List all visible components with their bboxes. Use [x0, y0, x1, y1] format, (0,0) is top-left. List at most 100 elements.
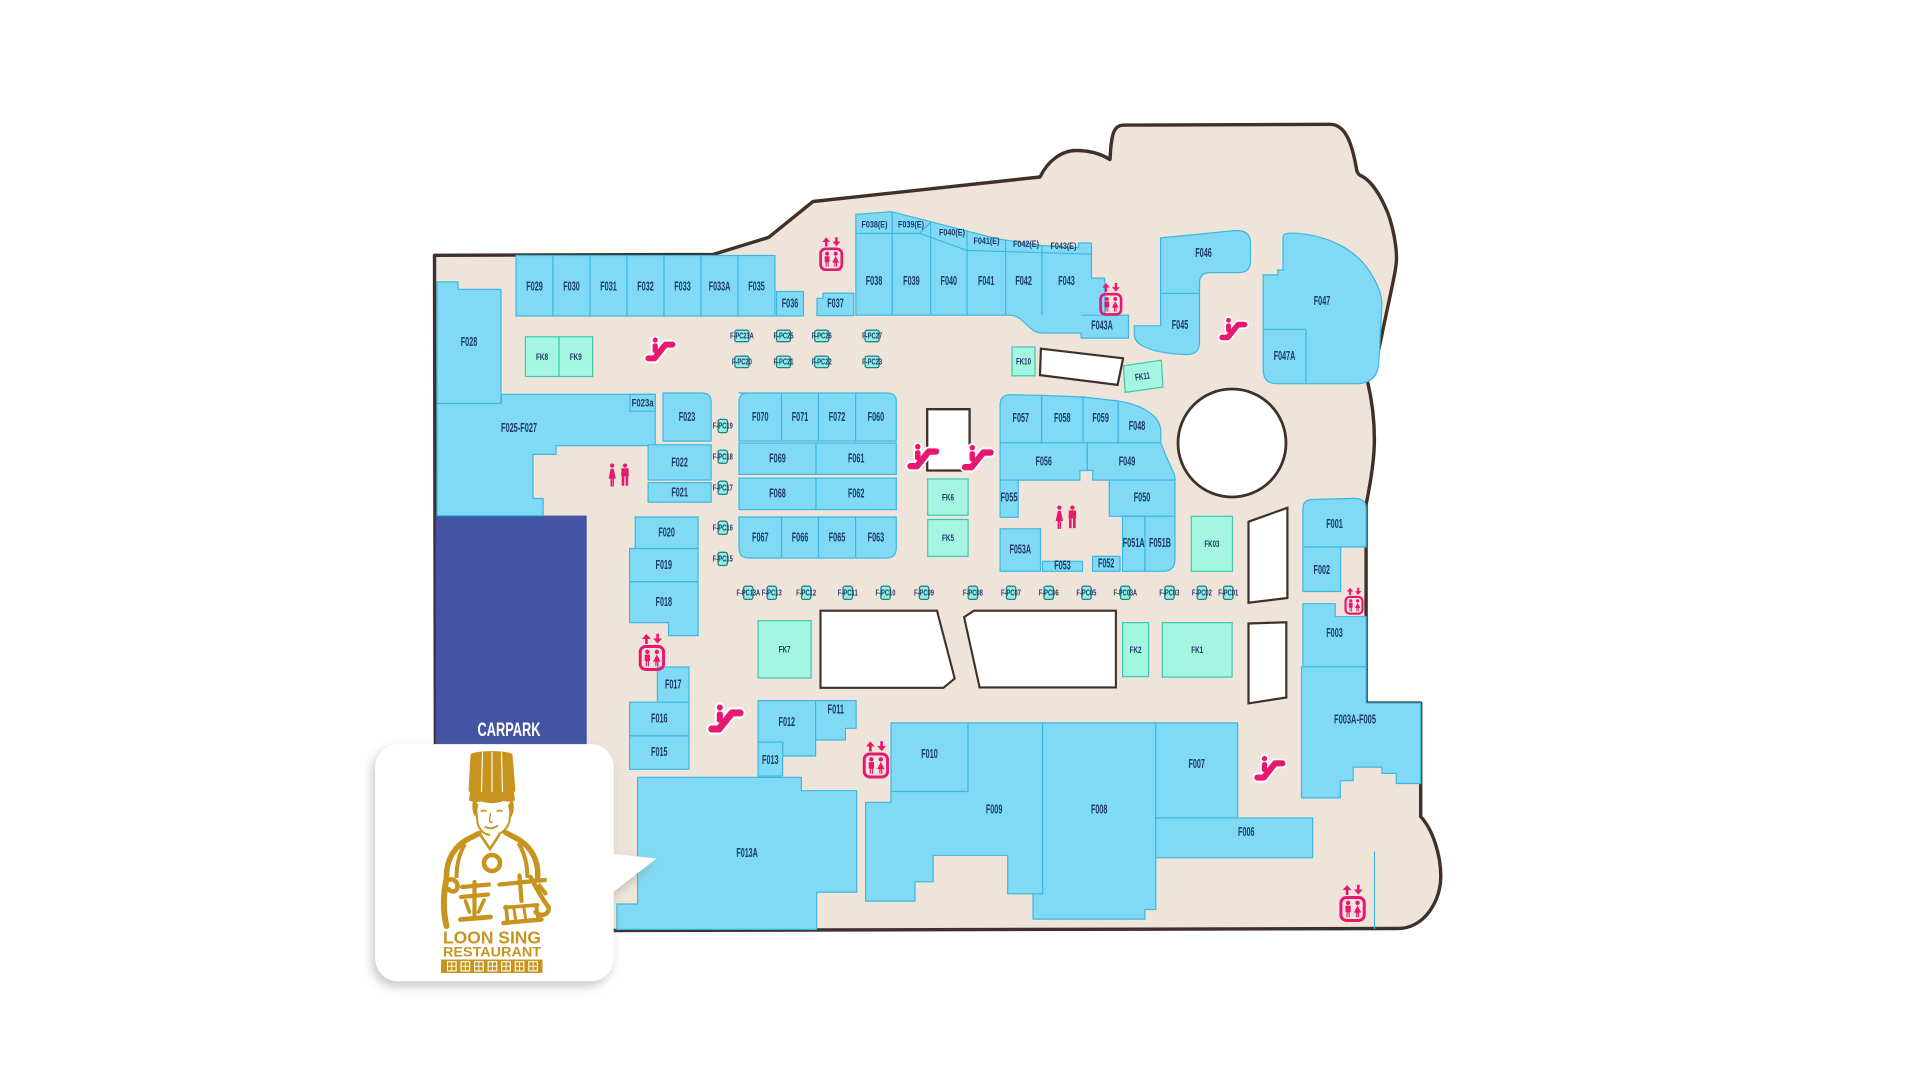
svg-text:F036: F036	[782, 296, 799, 311]
svg-text:F009: F009	[986, 802, 1003, 817]
svg-text:F045: F045	[1172, 317, 1189, 332]
svg-text:F066: F066	[792, 530, 809, 545]
svg-text:F051B: F051B	[1149, 535, 1171, 550]
svg-text:F051A: F051A	[1123, 535, 1145, 550]
svg-text:F008: F008	[1091, 802, 1108, 817]
svg-text:FK1: FK1	[1191, 645, 1203, 656]
svg-text:F-PC11: F-PC11	[838, 588, 858, 597]
svg-text:FK10: FK10	[1016, 357, 1031, 368]
svg-text:F-PC03A: F-PC03A	[1114, 588, 1138, 597]
svg-text:F003: F003	[1326, 625, 1343, 640]
svg-text:F047: F047	[1314, 293, 1331, 308]
svg-text:F039(E): F039(E)	[898, 220, 924, 230]
svg-text:F052: F052	[1098, 556, 1115, 571]
svg-text:FK03: FK03	[1204, 539, 1219, 550]
svg-text:F-PC08: F-PC08	[963, 588, 983, 597]
svg-text:F037: F037	[827, 296, 844, 311]
svg-text:FK5: FK5	[942, 533, 954, 544]
svg-text:F031: F031	[600, 279, 617, 294]
svg-text:F-PC25: F-PC25	[774, 332, 794, 341]
svg-text:F-PC12: F-PC12	[796, 588, 816, 597]
svg-text:F016: F016	[651, 711, 668, 726]
svg-text:F040: F040	[941, 273, 958, 288]
svg-text:F041: F041	[978, 273, 995, 288]
svg-text:F048: F048	[1129, 418, 1146, 433]
svg-text:LOON SING: LOON SING	[443, 928, 541, 948]
svg-text:F040(E): F040(E)	[939, 228, 965, 238]
svg-text:F055: F055	[1001, 490, 1018, 505]
svg-text:F-PC27: F-PC27	[862, 332, 882, 341]
svg-text:F046: F046	[1195, 245, 1212, 260]
svg-text:F006: F006	[1238, 824, 1255, 839]
svg-text:F035: F035	[748, 279, 765, 294]
svg-text:F067: F067	[752, 530, 769, 545]
svg-text:F022: F022	[671, 455, 688, 470]
svg-text:FK11: FK11	[1134, 370, 1151, 383]
svg-text:F061: F061	[848, 451, 865, 466]
svg-text:F025-F027: F025-F027	[501, 420, 537, 435]
svg-text:F-PC18: F-PC18	[713, 452, 733, 461]
svg-text:F-PC19: F-PC19	[713, 422, 733, 431]
svg-text:F038: F038	[866, 273, 883, 288]
svg-text:F043: F043	[1058, 273, 1075, 288]
svg-text:F-PC16: F-PC16	[713, 523, 733, 532]
svg-text:F023a: F023a	[632, 398, 655, 410]
svg-text:F070: F070	[752, 409, 769, 424]
svg-text:F049: F049	[1119, 454, 1136, 469]
svg-text:F030: F030	[563, 279, 580, 294]
svg-text:F-PC22: F-PC22	[812, 358, 832, 367]
svg-text:F042: F042	[1015, 273, 1032, 288]
svg-text:F011: F011	[828, 702, 845, 717]
svg-text:F003A-F005: F003A-F005	[1334, 712, 1376, 727]
svg-text:F058: F058	[1054, 410, 1071, 425]
svg-text:CARPARK: CARPARK	[478, 720, 541, 741]
svg-text:F056: F056	[1035, 454, 1052, 469]
svg-text:F032: F032	[637, 279, 654, 294]
svg-text:F041(E): F041(E)	[974, 236, 1000, 246]
svg-text:F-PC17: F-PC17	[713, 483, 733, 492]
svg-text:F-PC23A: F-PC23A	[730, 332, 754, 341]
svg-text:F053A: F053A	[1010, 542, 1032, 557]
svg-text:F-PC06: F-PC06	[1039, 588, 1059, 597]
svg-text:F021: F021	[671, 485, 688, 500]
svg-text:F-PC01: F-PC01	[1218, 588, 1238, 597]
svg-text:F057: F057	[1013, 410, 1030, 425]
svg-text:F-PC02: F-PC02	[1192, 588, 1212, 597]
svg-text:F063: F063	[868, 530, 885, 545]
svg-text:F033A: F033A	[709, 279, 731, 294]
svg-text:F020: F020	[658, 525, 675, 540]
svg-text:F042(E): F042(E)	[1013, 239, 1039, 249]
svg-text:F059: F059	[1092, 410, 1109, 425]
svg-text:F047A: F047A	[1274, 348, 1296, 363]
svg-text:F060: F060	[868, 409, 885, 424]
svg-text:F-PC21: F-PC21	[774, 358, 794, 367]
svg-text:FK9: FK9	[570, 352, 582, 363]
svg-text:F039: F039	[903, 273, 920, 288]
svg-text:F015: F015	[651, 744, 668, 759]
svg-text:F062: F062	[848, 486, 865, 501]
svg-text:FK2: FK2	[1130, 645, 1142, 656]
svg-text:F013A: F013A	[736, 845, 758, 860]
svg-text:F023: F023	[679, 409, 696, 424]
svg-text:F017: F017	[665, 677, 682, 692]
svg-text:F001: F001	[1326, 516, 1343, 531]
svg-text:F072: F072	[829, 409, 846, 424]
svg-text:F-PC05: F-PC05	[1076, 588, 1096, 597]
svg-text:F028: F028	[461, 334, 478, 349]
svg-text:F071: F071	[792, 409, 809, 424]
svg-text:F-PC09: F-PC09	[914, 588, 934, 597]
svg-text:F002: F002	[1314, 562, 1331, 577]
svg-text:F029: F029	[526, 279, 543, 294]
svg-text:F050: F050	[1134, 490, 1151, 505]
svg-text:F-PC07: F-PC07	[1001, 588, 1021, 597]
svg-text:F069: F069	[769, 451, 786, 466]
svg-text:F-PC15: F-PC15	[713, 555, 733, 564]
svg-text:F019: F019	[656, 557, 673, 572]
svg-text:F-PC23: F-PC23	[862, 358, 882, 367]
svg-text:F033: F033	[674, 279, 691, 294]
svg-text:FK8: FK8	[536, 352, 548, 363]
svg-text:F010: F010	[921, 746, 938, 761]
svg-text:F068: F068	[769, 486, 786, 501]
svg-text:F007: F007	[1188, 756, 1205, 771]
svg-text:FK7: FK7	[779, 645, 791, 656]
